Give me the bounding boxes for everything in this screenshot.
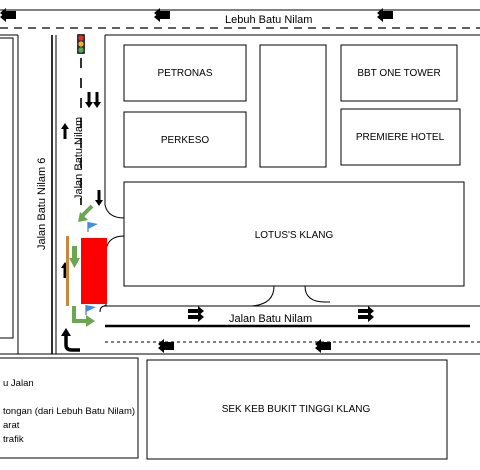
road-label-left: Jalan Batu Nilam 6	[36, 158, 48, 250]
svg-text:LOTUS'S KLANG: LOTUS'S KLANG	[255, 230, 334, 241]
road-label-top: Lebuh Batu Nilam	[225, 14, 312, 26]
traffic-light-icon	[77, 34, 85, 54]
light-green	[78, 47, 84, 53]
light-amber	[78, 41, 84, 47]
building-premiere-hotel: PREMIERE HOTEL	[340, 108, 461, 166]
legend-item-4: trafik	[3, 434, 24, 445]
building-lotus-klang: LOTUS'S KLANG	[123, 181, 465, 287]
flag-icon	[85, 222, 98, 315]
building-petronas: PETRONAS	[123, 44, 247, 102]
road-jalan-batu-nilam-6: Jalan Batu Nilam 6 Jalan Batu Nilam	[0, 34, 106, 354]
road-lebuh-batu-nilam: Lebuh Batu Nilam	[0, 9, 480, 36]
road-label-bottom: Jalan Batu Nilam	[229, 313, 312, 325]
road-label-inner: Jalan Batu Nilam	[73, 117, 85, 200]
arrow-south-inner	[85, 92, 103, 206]
svg-text:PERKESO: PERKESO	[161, 135, 210, 146]
svg-text:SEK KEB BUKIT TINGGI KLANG: SEK KEB BUKIT TINGGI KLANG	[222, 404, 371, 415]
svg-text:PREMIERE HOTEL: PREMIERE HOTEL	[356, 132, 445, 143]
legend: u Jalan tongan (dari Lebuh Batu Nilam) a…	[0, 357, 139, 459]
legend-item-1: u Jalan	[3, 378, 34, 389]
building-unnamed	[259, 44, 327, 168]
building-bbt-one-tower: BBT ONE TOWER	[340, 44, 458, 102]
arrow-west-bottom	[158, 339, 331, 353]
building-left-partial	[0, 37, 14, 339]
road-closure-area	[81, 238, 107, 304]
legend-item-3: arat	[3, 420, 20, 431]
svg-text:BBT ONE TOWER: BBT ONE TOWER	[357, 68, 440, 79]
legend-item-2: tongan (dari Lebuh Batu Nilam)	[3, 406, 135, 417]
detour-arrow-icon	[69, 204, 95, 327]
svg-text:PETRONAS: PETRONAS	[157, 68, 212, 79]
light-red	[78, 35, 84, 41]
u-turn-arrow-icon	[61, 328, 80, 352]
building-school: SEK KEB BUKIT TINGGI KLANG	[146, 359, 448, 460]
cone-line	[66, 236, 69, 306]
building-perkeso: PERKESO	[123, 111, 247, 168]
